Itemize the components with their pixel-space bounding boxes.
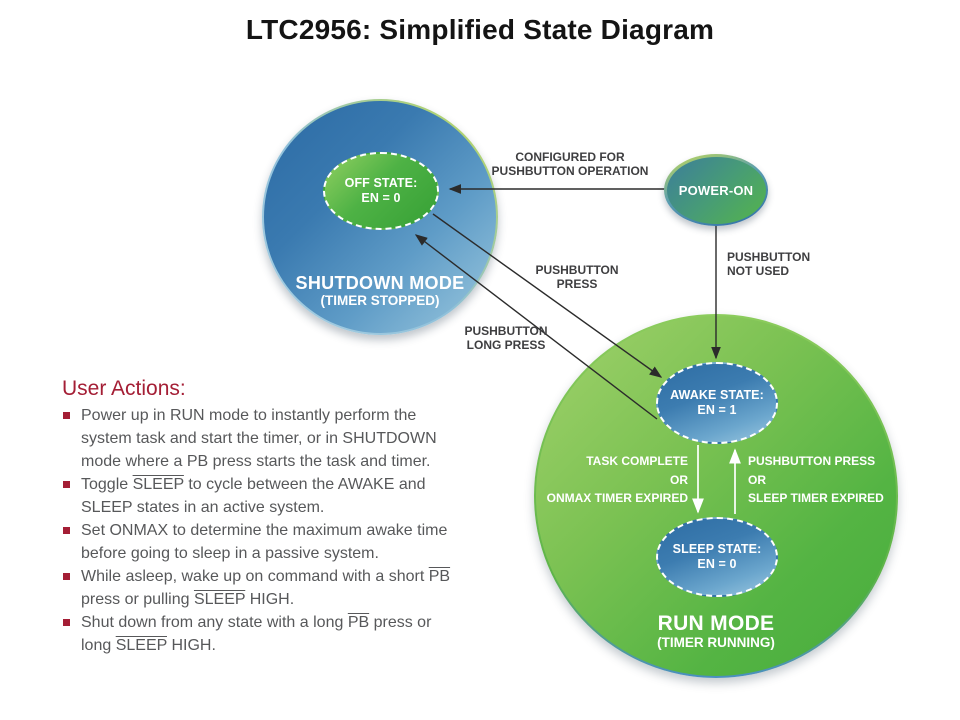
off-state-node: OFF STATE: EN = 0 [323,152,439,230]
user-actions-list: Power up in RUN mode to instantly perfor… [62,404,466,657]
user-actions-heading: User Actions: [62,377,186,400]
label-pushbutton-not-used: PUSHBUTTON NOT USED [727,250,811,278]
off-state-title: OFF STATE: [344,176,418,190]
sleep-state-title: SLEEP STATE: [672,542,762,556]
page-title: LTC2956: Simplified State Diagram [245,14,715,45]
off-state-en-value: EN = 0 [361,191,401,205]
shutdown-mode-subtitle: (TIMER STOPPED) [320,293,440,308]
run-mode-subtitle: (TIMER RUNNING) [657,635,775,650]
label-configured-for-pushbutton: CONFIGURED FOR PUSHBUTTON OPERATION [491,150,649,178]
power-on-label: POWER-ON [666,156,766,224]
label-task-complete-or-onmax: TASK COMPLETE OR ONMAX TIMER EXPIRED [546,454,688,505]
run-mode-title: RUN MODE [657,612,775,635]
label-pushbutton-press: PUSHBUTTON PRESS [535,263,619,291]
user-action-item: Power up in RUN mode to instantly perfor… [62,404,466,473]
user-action-item: While asleep, wake up on command with a … [62,565,466,611]
awake-state-title: AWAKE STATE: [670,388,764,402]
awake-state-en-value: EN = 1 [697,403,737,417]
power-on-node: POWER-ON [664,154,768,226]
sleep-state-node: SLEEP STATE: EN = 0 [656,517,778,597]
label-pushbutton-press-or-sleep-timer: PUSHBUTTON PRESS OR SLEEP TIMER EXPIRED [748,454,884,505]
user-action-item: Toggle SLEEP to cycle between the AWAKE … [62,473,466,519]
awake-state-node: AWAKE STATE: EN = 1 [656,362,778,444]
run-mode-label: RUN MODE (TIMER RUNNING) [616,612,816,651]
shutdown-mode-label: SHUTDOWN MODE (TIMER STOPPED) [280,273,480,308]
sleep-state-en-value: EN = 0 [697,557,737,571]
user-action-item: Shut down from any state with a long PB … [62,611,466,657]
label-pushbutton-long-press: PUSHBUTTON LONG PRESS [464,324,548,352]
shutdown-mode-title: SHUTDOWN MODE [295,273,465,293]
user-action-item: Set ONMAX to determine the maximum awake… [62,519,466,565]
